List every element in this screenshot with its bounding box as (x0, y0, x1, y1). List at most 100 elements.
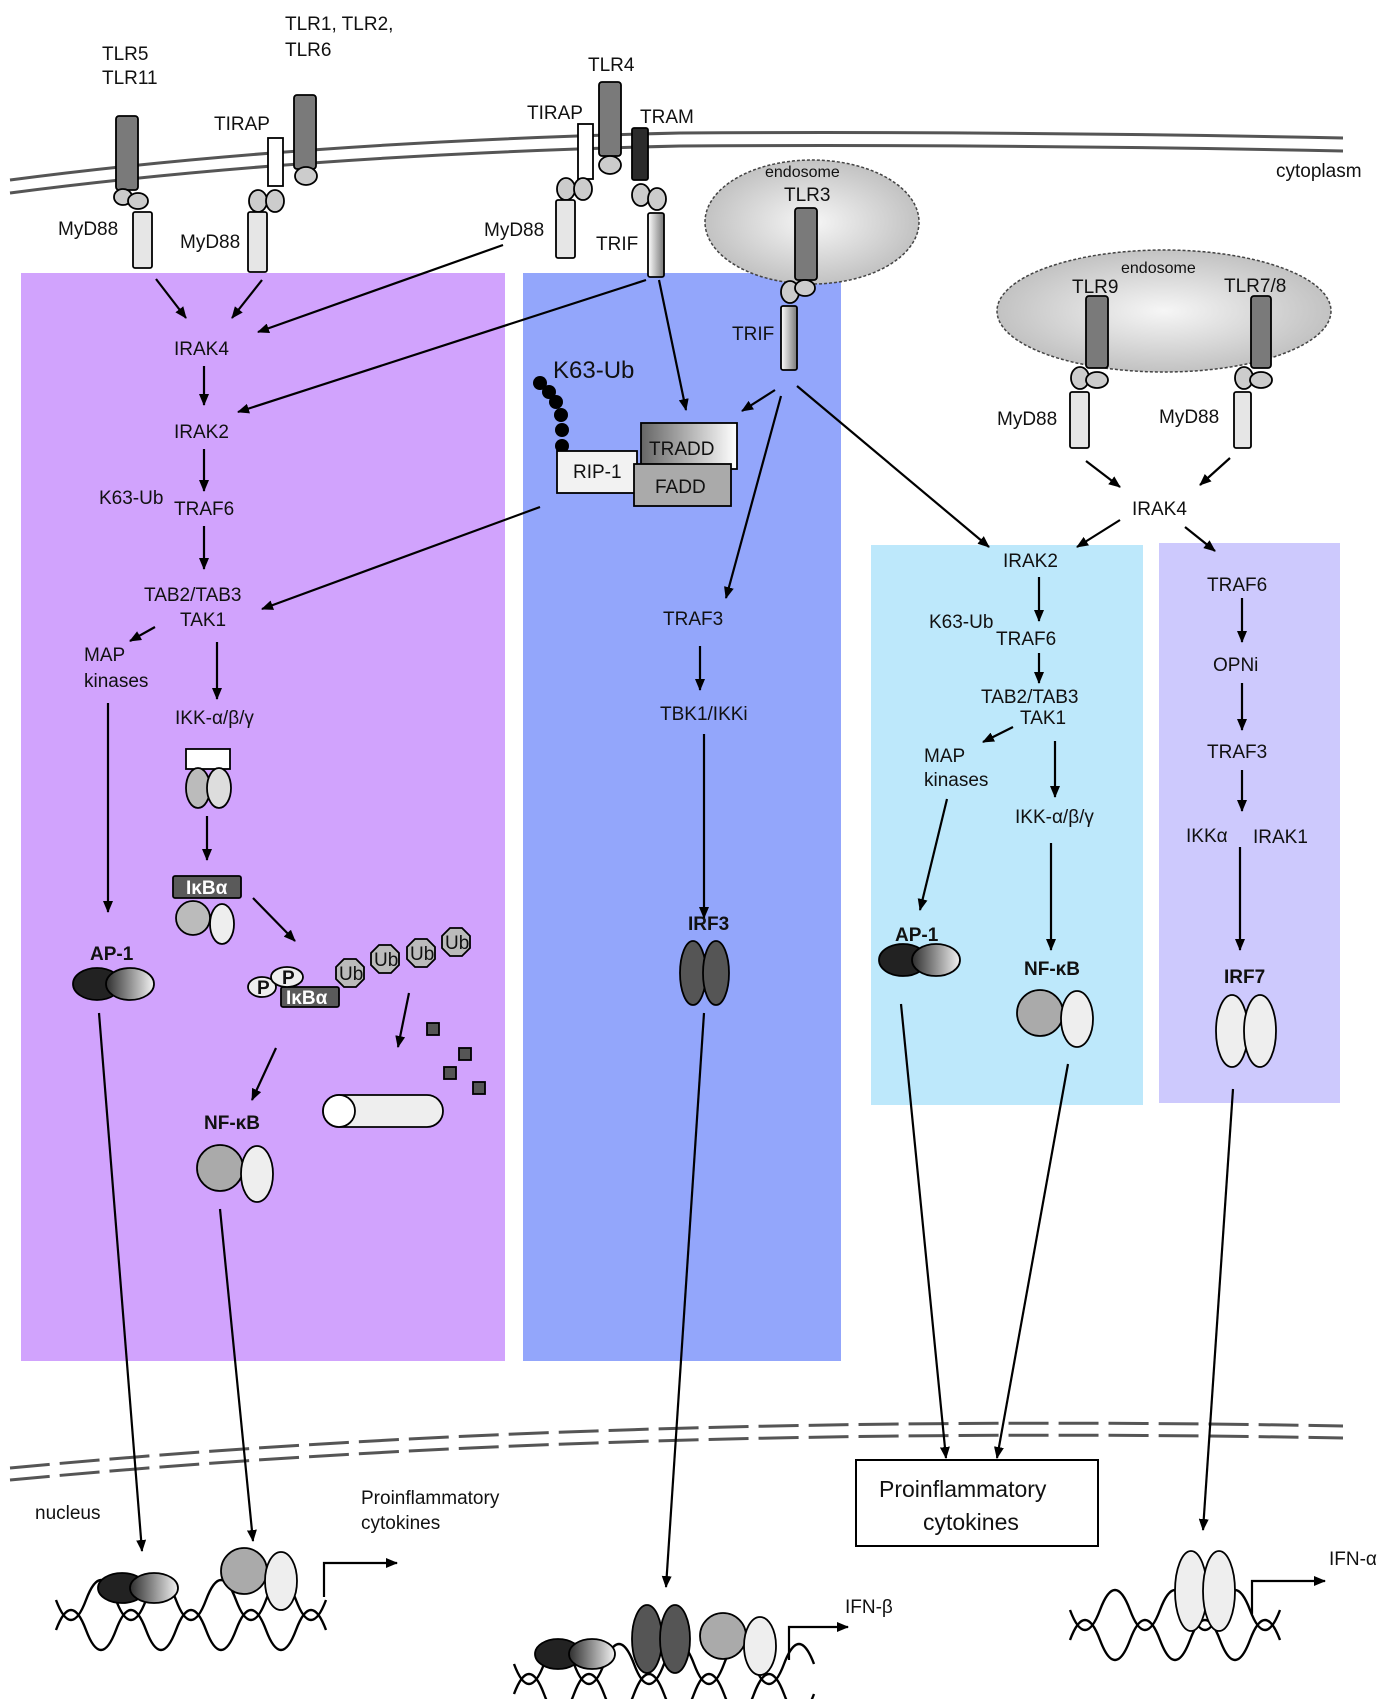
tlr78-traf6: TRAF6 (1207, 575, 1267, 596)
myd88-map-1: MAP (84, 645, 125, 666)
tlr1-2-6-receptor (247, 94, 318, 273)
output-ifnb: IFN-β (845, 1597, 893, 1618)
myd88-tak1: TAK1 (180, 610, 226, 631)
myd88-tab: TAB2/TAB3 (144, 585, 242, 606)
tlr78-opni: OPNi (1213, 655, 1258, 676)
nfkb-on-dna-2 (699, 1612, 777, 1676)
label-tram: TRAM (640, 107, 694, 128)
tlr78-irak1: IRAK1 (1253, 827, 1308, 848)
arrows (97, 243, 1247, 1588)
nuclear-membrane (9, 1421, 1344, 1482)
output-proinflam-1: Proinflammatory (361, 1488, 500, 1509)
label-cytoplasm: cytoplasm (1276, 161, 1362, 182)
ap1-dimer-tlr9 (878, 943, 961, 977)
proteasome-fragments (426, 1022, 486, 1095)
tlr78-ikka: IKKα (1186, 826, 1228, 847)
ap1-dimer-myd88 (72, 967, 155, 1001)
phospho-p-2: P (282, 968, 295, 989)
tlr9-ikk: IKK-α/β/γ (1015, 807, 1094, 828)
proinflam-box (855, 1459, 1099, 1547)
label-myd88-3: MyD88 (484, 220, 544, 241)
ub-label-4: Ub (445, 933, 469, 954)
ub-octagon-4 (441, 927, 471, 957)
myd88-ikba: IκBα (186, 878, 228, 899)
ub-octagon-1 (335, 958, 365, 988)
ikk-complex (185, 748, 232, 809)
label-endosome-2: endosome (1121, 260, 1196, 277)
trif-traf3: TRAF3 (663, 609, 723, 630)
label-tlr78: TLR7/8 (1224, 276, 1286, 297)
output-proinflam-2: cytokines (361, 1513, 440, 1534)
endosome-tlr9-tlr78 (996, 249, 1332, 373)
irf3-dimer (679, 940, 730, 1006)
phospho-p-1: P (257, 978, 270, 999)
trif-rip1: RIP-1 (573, 462, 622, 483)
tlr9-map-2: kinases (924, 770, 988, 791)
tlr9-irak2: IRAK2 (1003, 551, 1058, 572)
label-tlr4: TLR4 (588, 55, 635, 76)
myd88-nfkb: NF-κB (204, 1113, 260, 1134)
label-tlr1-tlr2: TLR1, TLR2, (285, 14, 393, 35)
ub-label-1: Ub (339, 964, 363, 985)
myd88-traf6: TRAF6 (174, 499, 234, 520)
nfkb-dimer-tlr9 (1016, 989, 1094, 1048)
ap1-on-dna (97, 1572, 179, 1604)
rip1-box (556, 450, 638, 494)
irf7-on-dna (1174, 1550, 1236, 1632)
tlr9-k63ub: K63-Ub (929, 612, 993, 633)
tlr9-map-1: MAP (924, 746, 965, 767)
myd88-k63ub: K63-Ub (99, 488, 163, 509)
tlr78-traf3: TRAF3 (1207, 742, 1267, 763)
tlr9-ap1: AP-1 (895, 925, 939, 946)
tlr78-irf7: IRF7 (1224, 967, 1265, 988)
ub-octagon-2 (370, 944, 400, 974)
output-proinflam-box-1: Proinflammatory (879, 1476, 1047, 1502)
ub-label-2: Ub (374, 950, 398, 971)
tlr9-irak4: IRAK4 (1132, 499, 1187, 520)
trif-tradd: TRADD (649, 439, 714, 460)
ap1-on-dna-2 (534, 1638, 616, 1670)
irf7-dimer (1215, 994, 1277, 1068)
nfkb-dimer-myd88 (196, 1144, 274, 1203)
label-trif-2: TRIF (732, 324, 774, 345)
myd88-ap1: AP-1 (90, 944, 134, 965)
tlr9-panel (871, 545, 1143, 1105)
label-myd88-1: MyD88 (58, 219, 118, 240)
tlr4-receptor-complex (555, 81, 667, 278)
tlr9-tak1: TAK1 (1020, 708, 1066, 729)
nfkb-on-dna (220, 1547, 298, 1611)
myd88-ikba-p: IκBα (286, 988, 328, 1009)
trif-irf3: IRF3 (688, 914, 729, 935)
label-nucleus: nucleus (35, 1503, 101, 1524)
phospho-ikba-ub: IκBα P P Ub Ub Ub Ub (247, 927, 471, 1009)
trif-fadd: FADD (655, 477, 706, 498)
label-tlr11: TLR11 (102, 68, 158, 89)
label-myd88-5: MyD88 (1159, 407, 1219, 428)
label-myd88-4: MyD88 (997, 409, 1057, 430)
k63-ub-chain (533, 376, 569, 453)
tlr9-receptor (1069, 295, 1109, 449)
output-ifna: IFN-α (1329, 1549, 1377, 1570)
label-tlr5: TLR5 (102, 44, 148, 65)
irf3-on-dna (631, 1604, 691, 1674)
ub-label-3: Ub (410, 944, 434, 965)
tlr9-traf6: TRAF6 (996, 629, 1056, 650)
promoter-arrow-2 (787, 1622, 849, 1660)
promoter-arrow-1 (322, 1558, 398, 1597)
trif-k63ub: K63-Ub (553, 357, 634, 384)
myd88-ikk: IKK-α/β/γ (175, 708, 254, 729)
myd88-map-2: kinases (84, 671, 148, 692)
tlr9-nfkb: NF-κB (1024, 959, 1080, 980)
tlr78-receptor (1233, 295, 1273, 449)
label-myd88-2: MyD88 (180, 232, 240, 253)
promoter-arrow-3 (1250, 1576, 1326, 1614)
tlr3-receptor (780, 207, 818, 371)
proteasome-icon (322, 1094, 444, 1128)
plasma-membrane (9, 131, 1344, 195)
myd88-irak4: IRAK4 (174, 339, 229, 360)
label-trif-1: TRIF (596, 234, 638, 255)
fadd-box (633, 463, 732, 507)
label-tlr3: TLR3 (784, 185, 830, 206)
label-tlr9: TLR9 (1072, 277, 1118, 298)
